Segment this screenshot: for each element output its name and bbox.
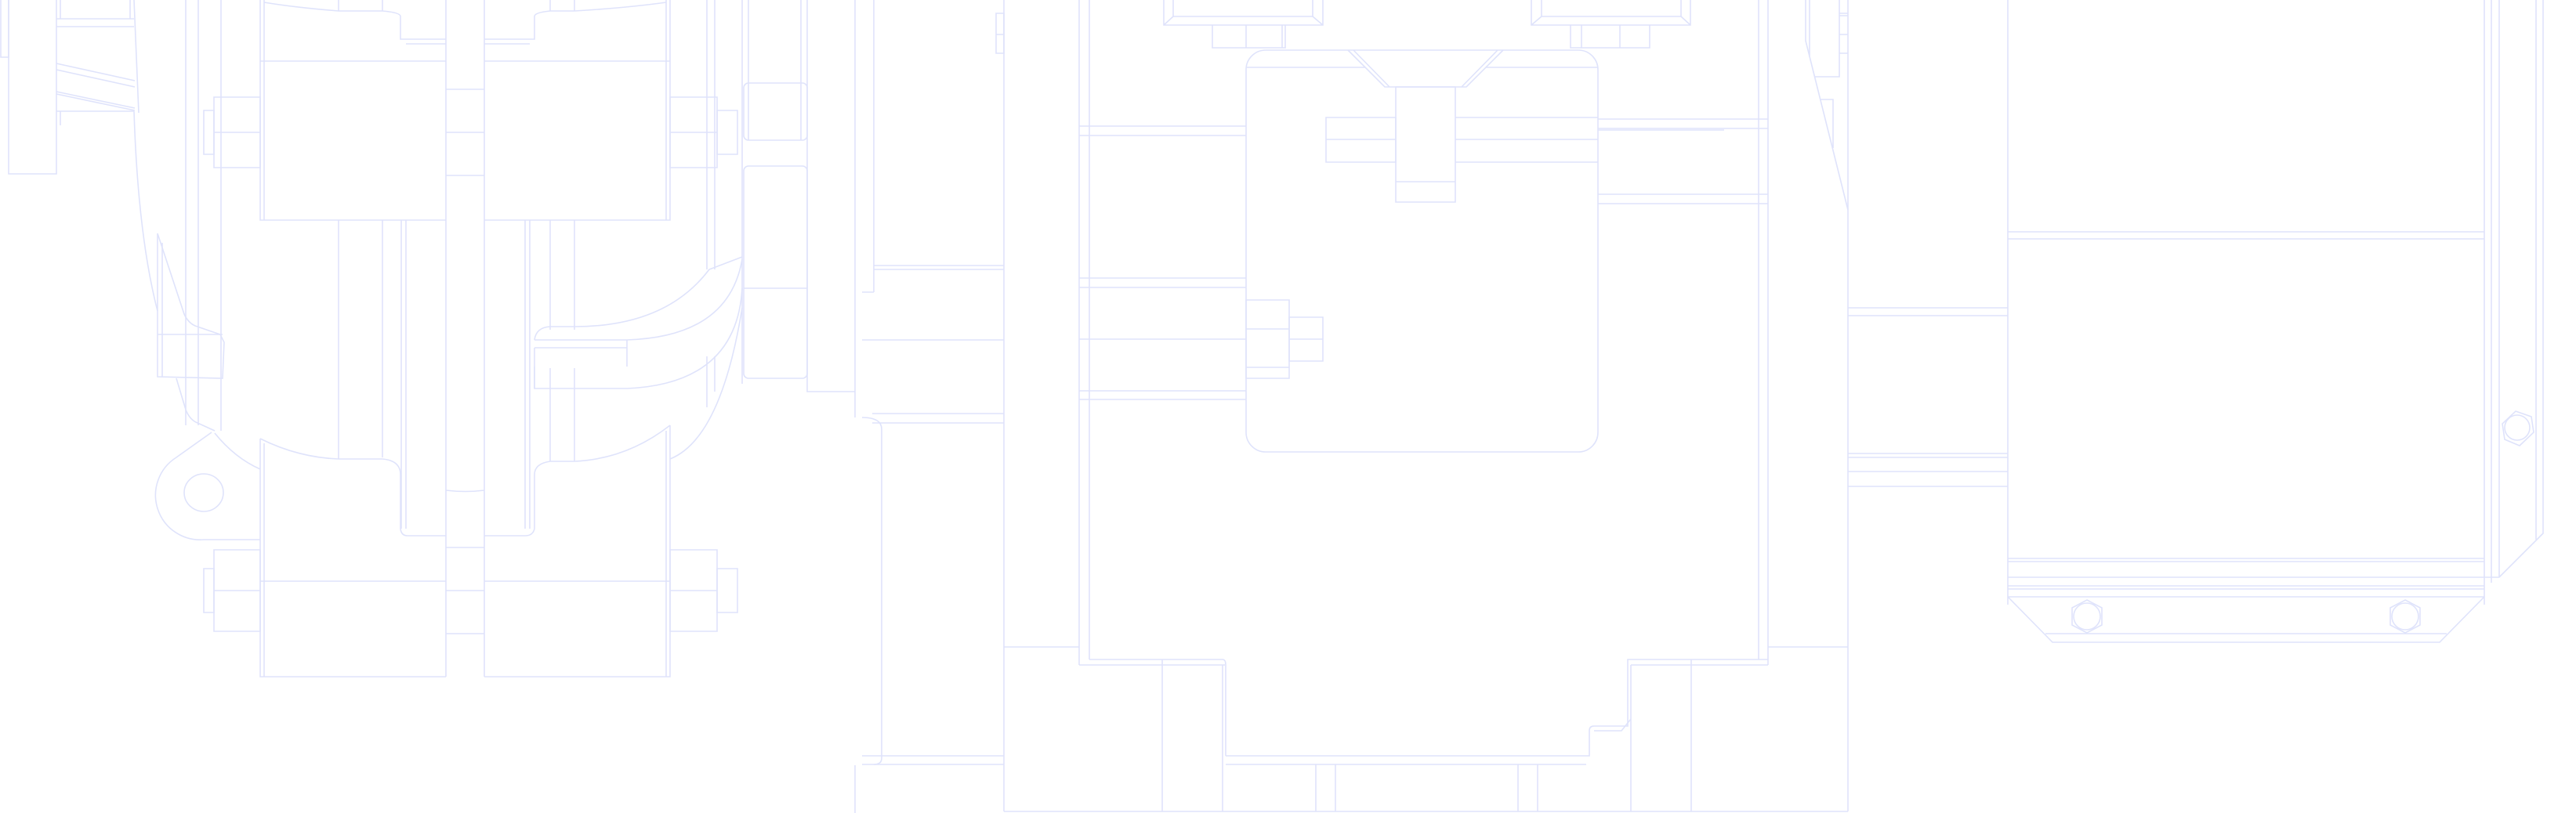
lug-hole [184,474,223,511]
bottom-base [1162,659,1768,811]
bolt-lower-left [204,550,260,631]
right-column [742,0,855,813]
upper-right-clamp-block [484,0,670,220]
center-shaft [446,0,484,677]
lower-left-clamp-block [260,439,446,677]
middle-frame [862,0,1848,811]
tie-rods [339,220,574,529]
hex-nut-icon [2072,600,2102,633]
lower-right-clamp-block [484,425,670,677]
upper-left-clamp-block [260,0,446,220]
motor-panel [2008,0,2543,642]
right-frame [1759,0,2008,811]
left-mounting-plate [1,0,158,311]
bolts [204,97,737,631]
gearbox-housing [1246,50,1768,452]
left-bracket [155,0,260,540]
hex-nuts [2072,411,2534,633]
bolt-lower-right [670,550,737,631]
hex-nut-icon [2502,411,2534,446]
bolt-upper-right [670,97,737,168]
top-box-right [1531,0,1690,48]
bolt-upper-left [204,97,260,168]
top-box-left [1164,0,1323,48]
hex-nut-icon [2390,600,2420,633]
curved-pipe [534,0,742,459]
